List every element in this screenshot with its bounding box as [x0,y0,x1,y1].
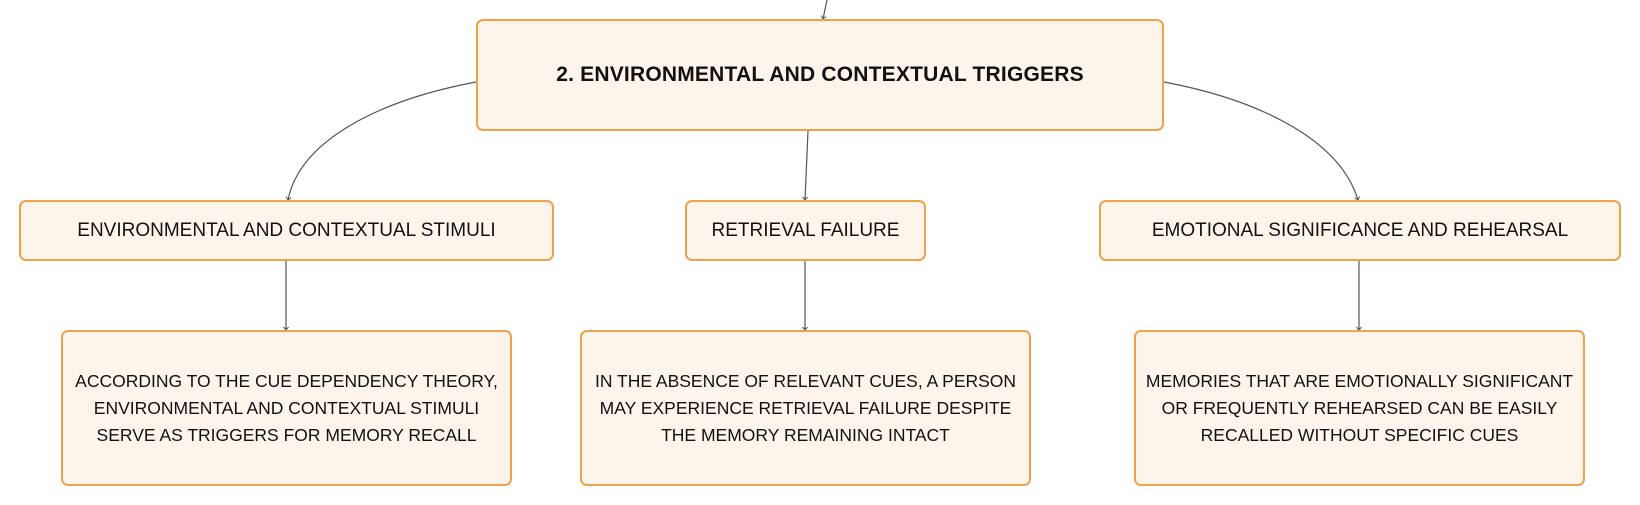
detail-node-emotional-significance[interactable]: MEMORIES THAT ARE EMOTIONALLY SIGNIFICAN… [1134,330,1585,486]
detail-node-stimuli[interactable]: ACCORDING TO THE CUE DEPENDENCY THEORY, … [61,330,512,486]
connector-root-to-retrieval [802,130,809,201]
detail-node-retrieval-failure[interactable]: IN THE ABSENCE OF RELEVANT CUES, A PERSO… [580,330,1031,486]
detail-node-text: IN THE ABSENCE OF RELEVANT CUES, A PERSO… [594,370,1017,445]
branch-node-emotional-significance[interactable]: EMOTIONAL SIGNIFICANCE AND REHEARSAL [1099,200,1621,261]
branch-node-label: EMOTIONAL SIGNIFICANCE AND REHEARSAL [1151,219,1569,241]
branch-node-label: RETRIEVAL FAILURE [711,219,900,241]
connector-root-to-stimuli [285,81,477,201]
root-node[interactable]: 2. ENVIRONMENTAL AND CONTEXTUAL TRIGGERS [476,19,1164,131]
branch-node-retrieval-failure[interactable]: RETRIEVAL FAILURE [685,200,926,261]
branch-node-label: ENVIRONMENTAL AND CONTEXTUAL STIMULI [77,219,496,241]
branch-node-stimuli[interactable]: ENVIRONMENTAL AND CONTEXTUAL STIMULI [19,200,554,261]
detail-node-text: ACCORDING TO THE CUE DEPENDENCY THEORY, … [75,370,498,445]
connector-incoming [820,0,828,20]
detail-node-text: MEMORIES THAT ARE EMOTIONALLY SIGNIFICAN… [1145,370,1574,445]
root-node-label: 2. ENVIRONMENTAL AND CONTEXTUAL TRIGGERS [556,63,1084,86]
connector-root-to-emotional [1163,81,1360,201]
